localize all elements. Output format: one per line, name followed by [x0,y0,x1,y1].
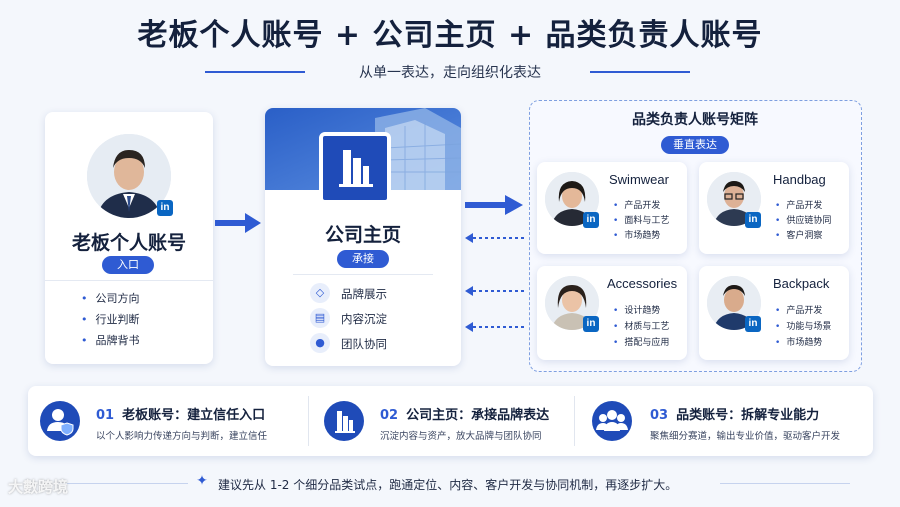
category-title: Handbag [773,172,826,187]
divider [574,396,575,446]
boss-item: 行业判断 [81,311,140,327]
dashed-arrow-left-icon [465,286,525,296]
company-feature: 品牌展示 [341,287,387,301]
category-item: 搭配与应用 [613,335,669,348]
category-item: 供应链协同 [775,213,831,226]
category-item: 产品开发 [613,198,660,211]
linkedin-icon: in [157,200,173,216]
category-card-swimwear: in Swimwear 产品开发 面料与工艺 市场趋势 [537,162,687,254]
page-title: 老板个人账号 + 公司主页 + 品类负责人账号 [137,18,763,53]
category-card-backpack: in Backpack 产品开发 功能与场景 市场趋势 [699,266,849,360]
category-item: 客户洞察 [775,228,822,241]
company-title: 公司主页 [324,224,401,246]
category-item: 市场趋势 [775,335,822,348]
linkedin-icon: in [583,316,599,332]
category-card-accessories: in Accessories 设计趋势 材质与工艺 搭配与应用 [537,266,687,360]
summary-heading: 老板账号：建立信任入口 [122,408,266,423]
company-feature: 团队协同 [341,337,387,351]
category-title: Accessories [607,276,678,291]
category-item: 功能与场景 [775,319,831,332]
summary-title: 01 老板账号：建立信任入口 [96,404,265,423]
company-logo [319,132,391,204]
category-title: Backpack [773,276,830,291]
tip-line-left [58,483,188,484]
team-icon: ● [310,333,330,353]
category-card-handbag: in Handbag 产品开发 供应链协同 客户洞察 [699,162,849,254]
summary-number: 03 [650,408,669,423]
linkedin-icon: in [745,212,761,228]
boss-title: 老板个人账号 [71,232,186,254]
user-shield-icon [40,401,80,441]
matrix-tag: 垂直表达 [661,136,729,154]
company-page-card: 公司主页 承接 ◇ 品牌展示 ▤ 内容沉淀 ● 团队协同 [265,108,461,366]
group-icon [592,401,632,441]
category-avatar [545,276,599,330]
summary-title: 02 公司主页：承接品牌表达 [380,404,549,423]
category-item: 市场趋势 [613,228,660,241]
category-avatar [707,172,761,226]
category-item: 产品开发 [775,198,822,211]
subtitle-line-right [590,71,690,73]
building-icon [324,401,364,441]
dashed-arrow-left-icon [465,233,525,243]
summary-number: 01 [96,408,115,423]
summary-bar: 01 老板账号：建立信任入口 以个人影响力传递方向与判断，建立信任 02 公司主页：… [28,386,873,456]
divider [293,274,433,275]
company-tag: 承接 [337,250,389,268]
dashed-arrow-left-icon [465,322,525,332]
divider [45,280,213,281]
arrow-right-icon [465,195,523,215]
linkedin-icon: in [583,212,599,228]
boss-tag: 入口 [102,256,154,274]
category-item: 设计趋势 [613,303,660,316]
linkedin-icon: in [745,316,761,332]
summary-desc: 以个人影响力传递方向与判断，建立信任 [96,431,268,442]
tag-icon: ◇ [310,283,330,303]
summary-heading: 公司主页：承接品牌表达 [406,408,550,423]
summary-number: 02 [380,408,399,423]
page-subtitle: 从单一表达，走向组织化表达 [359,65,541,81]
subtitle-line-left [205,71,305,73]
boss-item: 品牌背书 [81,332,140,348]
divider [308,396,309,446]
document-icon: ▤ [310,308,330,328]
lightbulb-icon: ✦ [196,473,208,489]
category-title: Swimwear [609,172,669,187]
tip-line-right [720,483,850,484]
summary-desc: 聚焦细分赛道，输出专业价值，驱动客户开发 [650,431,841,442]
building-icon [339,150,373,187]
company-feature: 内容沉淀 [341,312,387,326]
matrix-title: 品类负责人账号矩阵 [632,112,758,128]
category-item: 产品开发 [775,303,822,316]
watermark: 大數跨境 [8,478,69,496]
category-item: 材质与工艺 [613,319,669,332]
boss-item: 公司方向 [81,290,140,306]
summary-title: 03 品类账号：拆解专业能力 [650,404,819,423]
category-item: 面料与工艺 [613,213,669,226]
arrow-right-icon [215,213,261,233]
tip-text: 建议先从 1-2 个细分品类试点，跑通定位、内容、客户开发与协同机制，再逐步扩大… [218,478,678,492]
boss-account-card: in 老板个人账号 入口 公司方向 行业判断 品牌背书 [45,112,213,364]
summary-heading: 品类账号：拆解专业能力 [676,408,820,423]
summary-desc: 沉淀内容与资产，放大品牌与团队协同 [380,431,542,442]
